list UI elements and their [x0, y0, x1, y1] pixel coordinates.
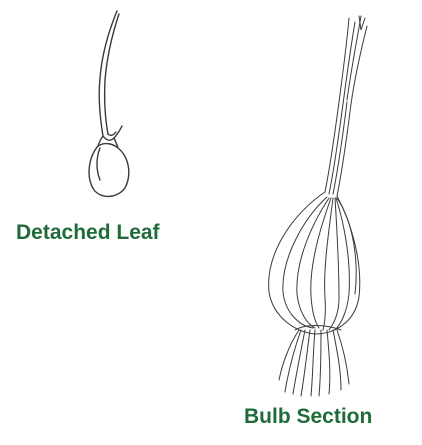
bulb-section-drawing	[255, 12, 385, 397]
bulb-section-illustration	[255, 12, 385, 397]
bulb-section-label: Bulb Section	[244, 406, 372, 427]
detached-leaf-label: Detached Leaf	[16, 222, 160, 243]
detached-leaf-illustration	[70, 8, 140, 206]
detached-leaf-drawing	[70, 8, 140, 206]
